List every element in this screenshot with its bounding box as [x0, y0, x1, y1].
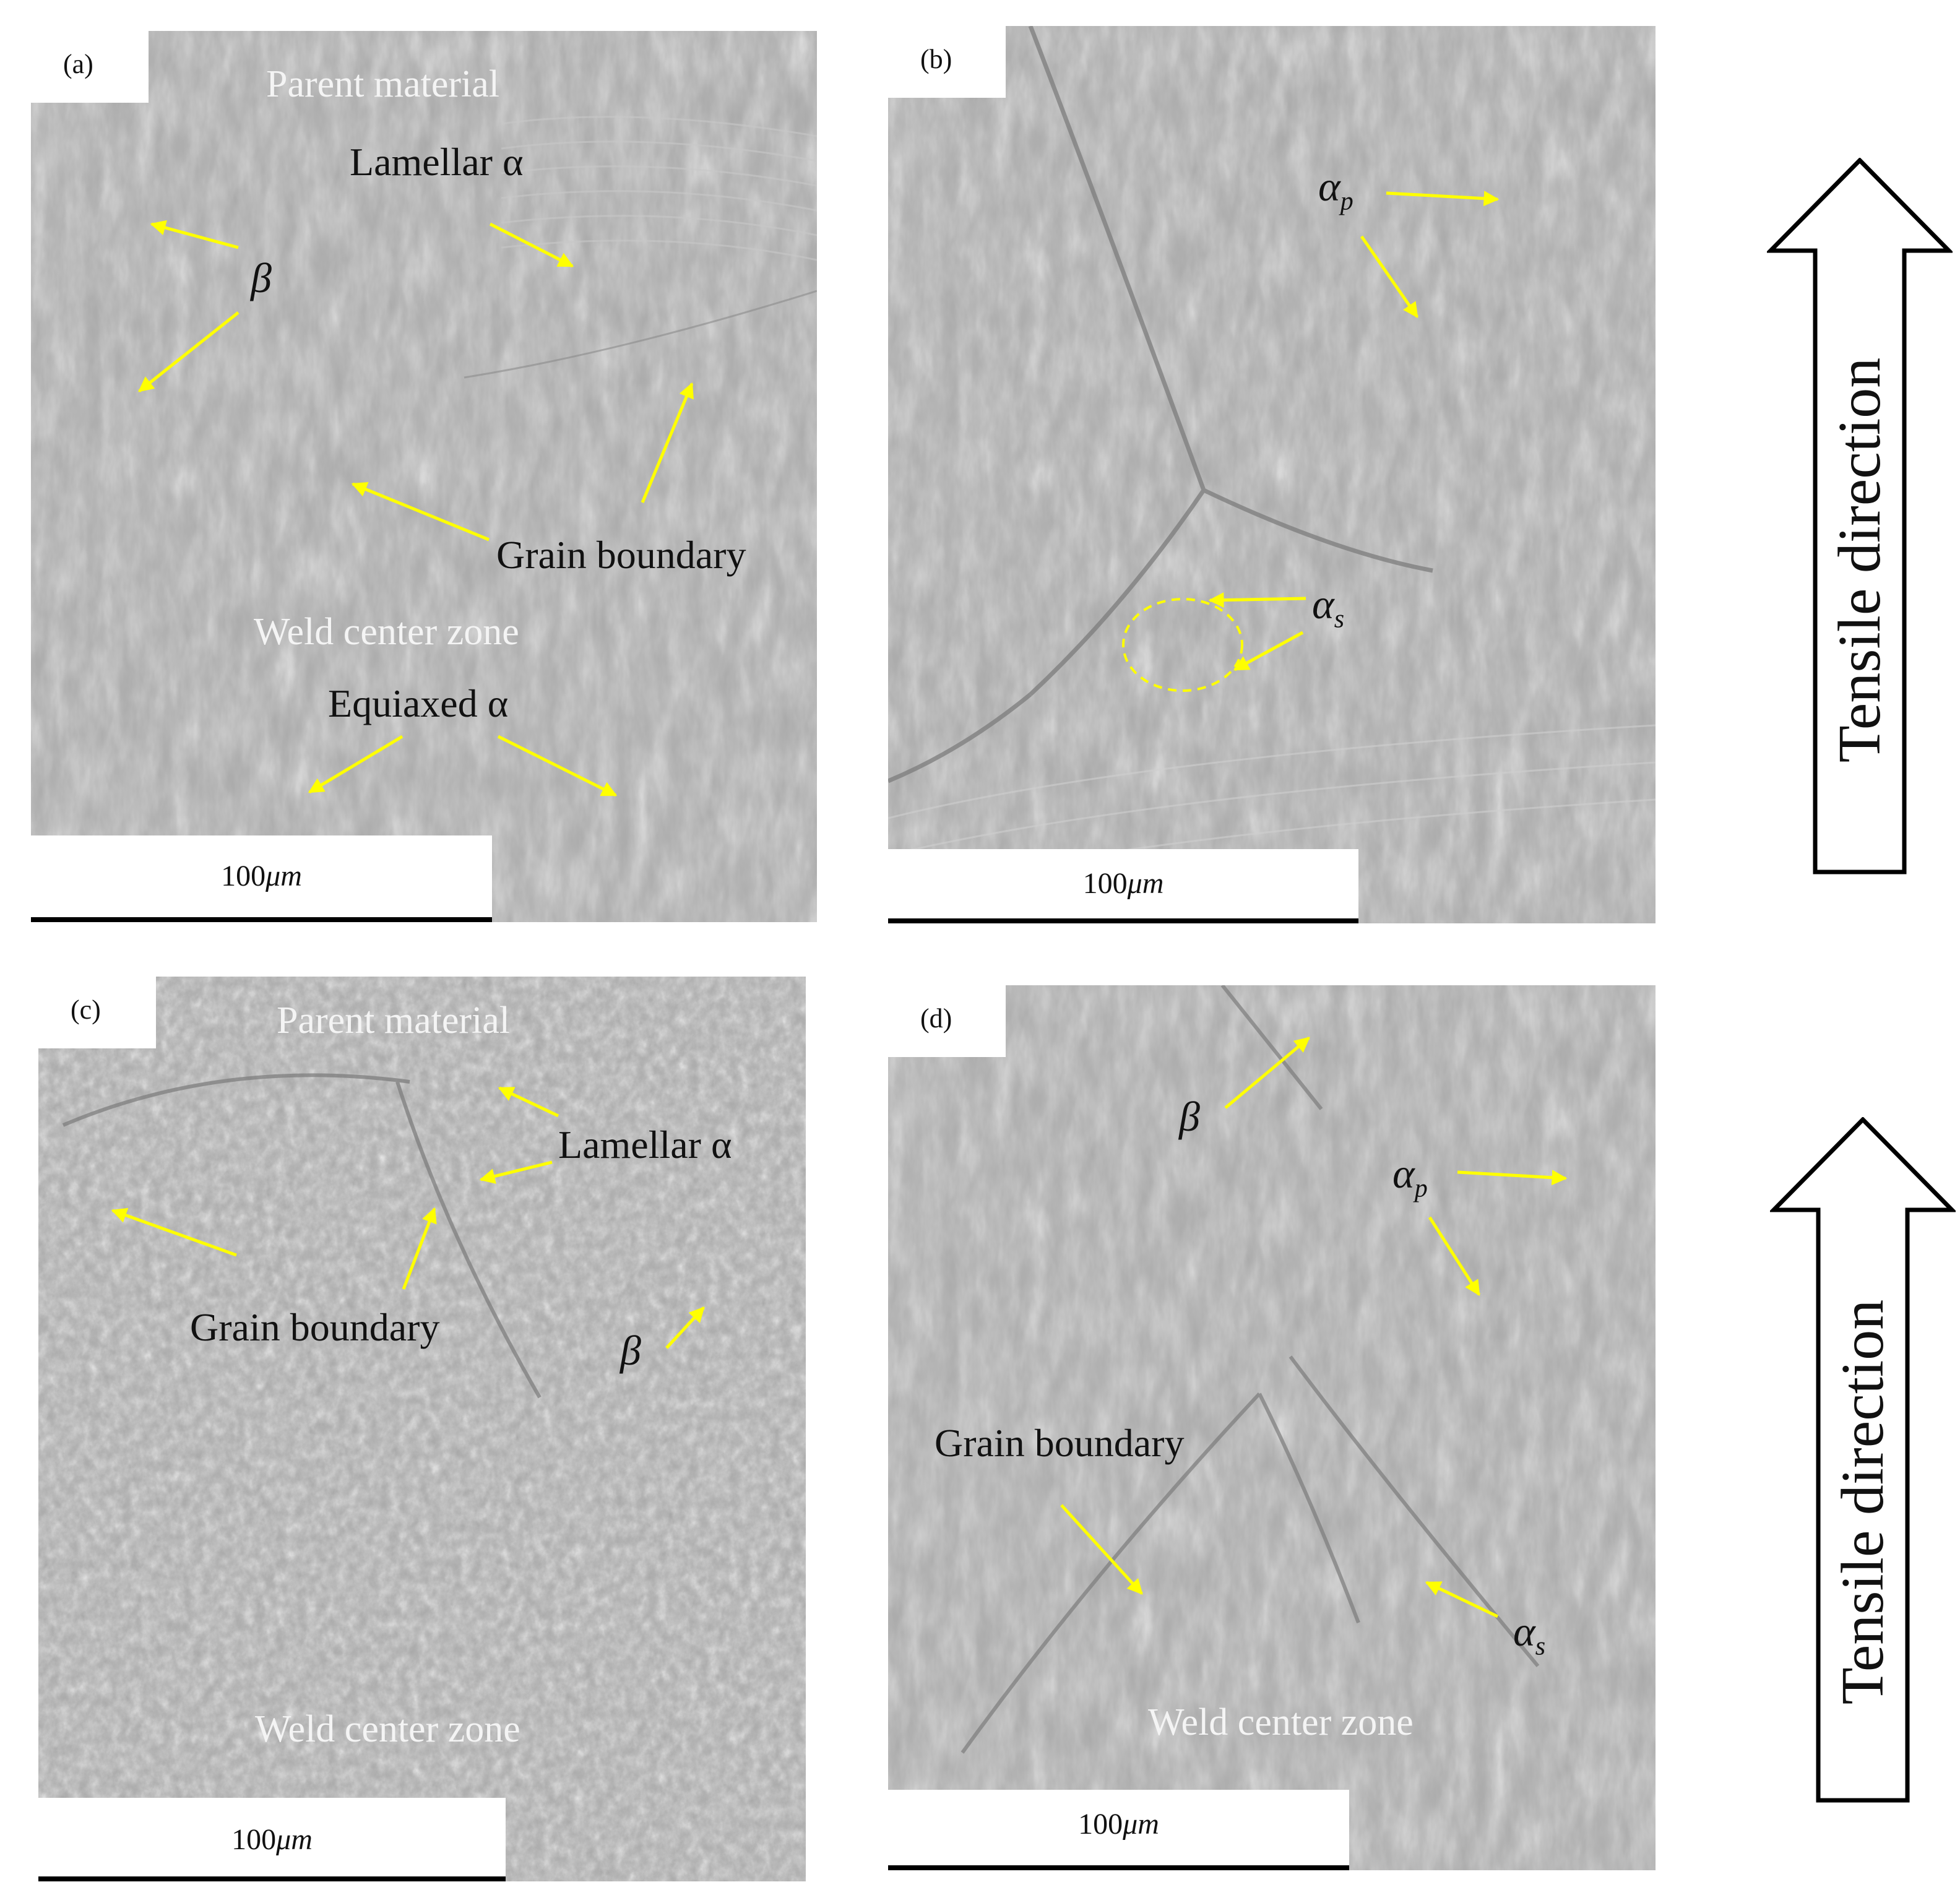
scale-bar: 100μm	[31, 835, 492, 922]
arrow	[1386, 191, 1500, 207]
arrow	[111, 1207, 237, 1257]
panel-label-box: (b)	[888, 26, 1006, 98]
alpha-p-label: αp	[1318, 163, 1353, 216]
arrow	[308, 735, 404, 794]
arrow	[138, 311, 240, 392]
tensile-direction-label: Tensile direction	[1826, 357, 1893, 762]
alpha-s-region-outline	[1122, 598, 1243, 692]
micrograph-panel-a: (a) Parent material Lamellar α β Grain b…	[31, 31, 817, 922]
arrow	[489, 222, 574, 268]
micrograph-texture	[31, 31, 817, 922]
panel-label-box: (d)	[888, 985, 1006, 1057]
arrow	[479, 1160, 553, 1184]
arrow	[665, 1306, 705, 1349]
parent-material-label: Parent material	[277, 999, 510, 1042]
annotation-arrows	[1122, 191, 1500, 692]
scale-bar-label: 100μm	[231, 1823, 313, 1856]
micrograph-panel-c: (c) Parent material Lamellar α Grain bou…	[38, 977, 806, 1881]
up-arrow-icon	[1770, 1117, 1956, 1803]
scale-bar-label: 100μm	[1082, 867, 1164, 900]
annotation-arrows	[1060, 1037, 1568, 1618]
tensile-direction-label: Tensile direction	[1829, 1299, 1896, 1704]
weld-center-zone-label: Weld center zone	[255, 1708, 520, 1750]
beta-label: β	[1179, 1093, 1200, 1140]
arrow	[1360, 235, 1419, 319]
panel-label: (b)	[920, 44, 952, 74]
arrow	[497, 735, 618, 797]
beta-label: β	[620, 1327, 641, 1374]
arrow	[402, 1207, 437, 1290]
alpha-s-label: αs	[1513, 1608, 1546, 1661]
panel-label: (a)	[63, 49, 93, 79]
arrow	[1224, 1037, 1310, 1109]
tensile-direction-arrow-top: Tensile direction	[1767, 158, 1953, 876]
micrograph-texture	[888, 985, 1656, 1870]
arrow	[1425, 1581, 1499, 1618]
scale-bar: 100μm	[38, 1798, 506, 1881]
scale-bar: 100μm	[888, 849, 1358, 923]
grain-boundary-label: Grain boundary	[496, 533, 746, 577]
weld-center-zone-label: Weld center zone	[1148, 1701, 1414, 1743]
alpha-p-label: αp	[1392, 1150, 1428, 1203]
beta-label: β	[251, 254, 272, 301]
arrow	[1208, 592, 1306, 608]
scale-bar-label: 100μm	[221, 860, 302, 892]
weld-center-zone-label: Weld center zone	[254, 611, 519, 653]
tensile-direction-arrow-bottom: Tensile direction	[1770, 1117, 1956, 1804]
micrograph-panel-d: (d) β αp Grain boundary αs Weld center z…	[888, 985, 1656, 1870]
lamellar-alpha-label: Lamellar α	[350, 140, 524, 184]
micrograph-texture	[38, 977, 806, 1881]
grain-boundary-label: Grain boundary	[935, 1421, 1185, 1465]
annotation-arrows	[138, 220, 694, 797]
scale-bar-label: 100μm	[1078, 1808, 1159, 1841]
scale-bar: 100μm	[888, 1790, 1349, 1870]
panel-label-box: (c)	[38, 977, 156, 1048]
alpha-s-label: αs	[1312, 581, 1345, 634]
arrow	[641, 382, 694, 503]
equiaxed-alpha-label: Equiaxed α	[328, 681, 509, 725]
grain-boundary-label: Grain boundary	[190, 1305, 440, 1349]
arrow	[1457, 1170, 1568, 1186]
arrow	[351, 481, 490, 542]
arrow	[1060, 1504, 1143, 1595]
micrograph-texture	[888, 26, 1656, 923]
arrow	[1233, 631, 1304, 671]
panel-label: (d)	[920, 1003, 952, 1034]
panel-label-box: (a)	[31, 31, 149, 103]
lamellar-alpha-label: Lamellar α	[558, 1123, 732, 1167]
arrow	[1428, 1216, 1481, 1297]
annotation-arrows	[111, 1086, 705, 1349]
up-arrow-icon	[1767, 158, 1953, 874]
arrow	[150, 220, 239, 249]
arrow	[498, 1086, 559, 1118]
parent-material-label: Parent material	[266, 63, 499, 105]
micrograph-panel-b: (b) αp αs 100μm	[888, 26, 1656, 923]
panel-label: (c)	[71, 995, 101, 1025]
